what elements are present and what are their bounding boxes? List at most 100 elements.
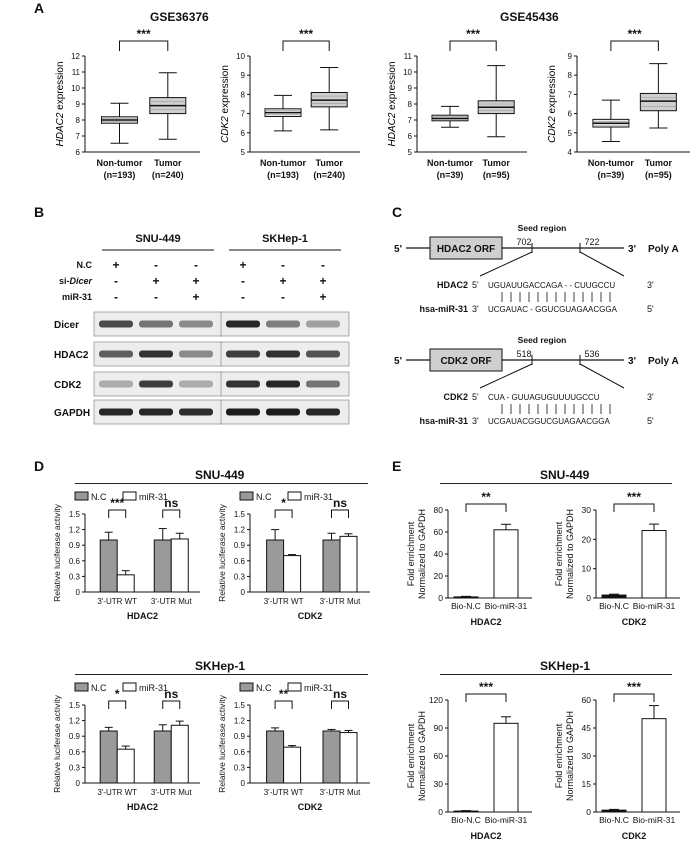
y-axis-label: Relative luciferase activity — [217, 694, 227, 793]
protein-band — [179, 408, 213, 416]
x-category-label: Bio-N.C — [451, 815, 481, 825]
rip-divider-top — [440, 483, 672, 484]
bar — [493, 722, 519, 813]
mirna-sequence: UCGAUACGGUCGUAGAACGGA — [488, 417, 610, 426]
y-tick-label: 0.3 — [69, 763, 81, 772]
y-tick-label: 0 — [586, 807, 591, 817]
treatment-label: miR-31 — [62, 292, 92, 302]
orf-label: CDK2 ORF — [440, 356, 491, 367]
bar — [322, 539, 341, 593]
x-category-label: Non-tumor — [427, 158, 473, 168]
significance-bracket — [465, 503, 507, 512]
protein-band — [226, 350, 260, 358]
y-tick-label: 0 — [438, 593, 443, 603]
x-category-label: Bio-N.C — [451, 601, 481, 611]
significance-label: ns — [164, 496, 178, 510]
y-tick-label: 1.2 — [234, 526, 246, 535]
y-tick-label: 0.6 — [234, 557, 246, 566]
legend-label: miR-31 — [139, 683, 168, 693]
x-category-label: Tumor — [316, 158, 344, 168]
y-tick-label: 4 — [568, 148, 573, 157]
x-category-label: Bio-N.C — [599, 815, 629, 825]
bar — [116, 574, 135, 593]
protein-band — [139, 350, 173, 358]
y-tick-label: 10 — [71, 84, 80, 93]
bar — [99, 730, 118, 784]
y-tick-label: 1.5 — [69, 701, 81, 710]
five-prime-label: 5' — [647, 304, 654, 314]
five-prime-label: 5' — [647, 416, 654, 426]
x-category-label: Tumor — [483, 158, 511, 168]
legend-label: N.C — [91, 492, 107, 502]
y-axis-label: Fold enrichment — [554, 521, 564, 586]
y-tick-label: 90 — [434, 723, 444, 733]
y-tick-label: 20 — [434, 571, 444, 581]
y-tick-label: 15 — [582, 779, 592, 789]
treatment-sign: - — [241, 274, 245, 288]
y-tick-label: 1.5 — [234, 510, 246, 519]
bar — [493, 529, 519, 599]
orf-box — [429, 348, 503, 372]
rip-title-skhep1: SKHep-1 — [540, 659, 591, 673]
x-category-label: 3'-UTR Mut — [151, 597, 192, 606]
treatment-sign: + — [279, 274, 286, 288]
seed-region-label: Seed region — [518, 223, 567, 233]
y-tick-label: 1.5 — [69, 510, 81, 519]
protein-label: CDK2 — [54, 380, 82, 391]
panel-label-c: C — [392, 204, 403, 220]
significance-label: *** — [627, 680, 641, 694]
five-prime-label: 5' — [394, 356, 402, 367]
legend-swatch — [287, 491, 302, 501]
box — [639, 92, 677, 112]
y-tick-label: 5 — [408, 148, 413, 157]
y-tick-label: 6 — [408, 132, 413, 141]
treatment-sign: - — [281, 258, 285, 272]
significance-label: *** — [299, 27, 313, 41]
gene-label: HDAC2 — [127, 611, 158, 621]
treatment-sign: - — [114, 290, 118, 304]
y-tick-label: 30 — [582, 751, 592, 761]
five-prime-label: 5' — [472, 392, 479, 402]
panel-label-d: D — [34, 458, 45, 474]
y-tick-label: 0.3 — [69, 572, 81, 581]
bar — [116, 748, 135, 784]
y-tick-label: 60 — [434, 751, 444, 761]
bar — [641, 718, 667, 813]
y-tick-label: 6 — [76, 148, 81, 157]
three-prime-label: 3' — [628, 244, 636, 255]
x-category-label: Non-tumor — [97, 158, 143, 168]
y-tick-label: 0.9 — [234, 541, 246, 550]
significance-label: ns — [164, 687, 178, 701]
significance-bracket — [108, 700, 127, 709]
treatment-sign: - — [321, 258, 325, 272]
y-tick-label: 0.9 — [234, 732, 246, 741]
treatment-label: N.C — [77, 260, 93, 270]
y-axis-label: Fold enrichment — [406, 723, 416, 788]
y-tick-label: 30 — [582, 505, 592, 515]
protein-band — [306, 350, 340, 358]
significance-label: *** — [137, 27, 151, 41]
gene-label: HDAC2 — [470, 831, 501, 841]
bar — [266, 539, 285, 593]
y-axis-label-suffix: expression — [387, 61, 398, 112]
y-tick-label: 0 — [241, 588, 246, 597]
bar — [641, 530, 667, 599]
treatment-sign: - — [281, 290, 285, 304]
y-tick-label: 1.2 — [69, 526, 81, 535]
orf-label: HDAC2 ORF — [437, 244, 495, 255]
treatment-sign: - — [241, 290, 245, 304]
y-tick-label: 60 — [434, 527, 444, 537]
y-tick-label: 7 — [568, 90, 573, 99]
y-tick-label: 0.6 — [69, 557, 81, 566]
bar — [339, 535, 358, 593]
y-tick-label: 120 — [429, 695, 443, 705]
x-category-label: 3'-UTR WT — [264, 788, 304, 797]
y-tick-label: 1.5 — [234, 701, 246, 710]
gene-label: CDK2 — [622, 831, 647, 841]
seed-end-position: 722 — [584, 237, 599, 247]
significance-bracket — [613, 503, 655, 512]
